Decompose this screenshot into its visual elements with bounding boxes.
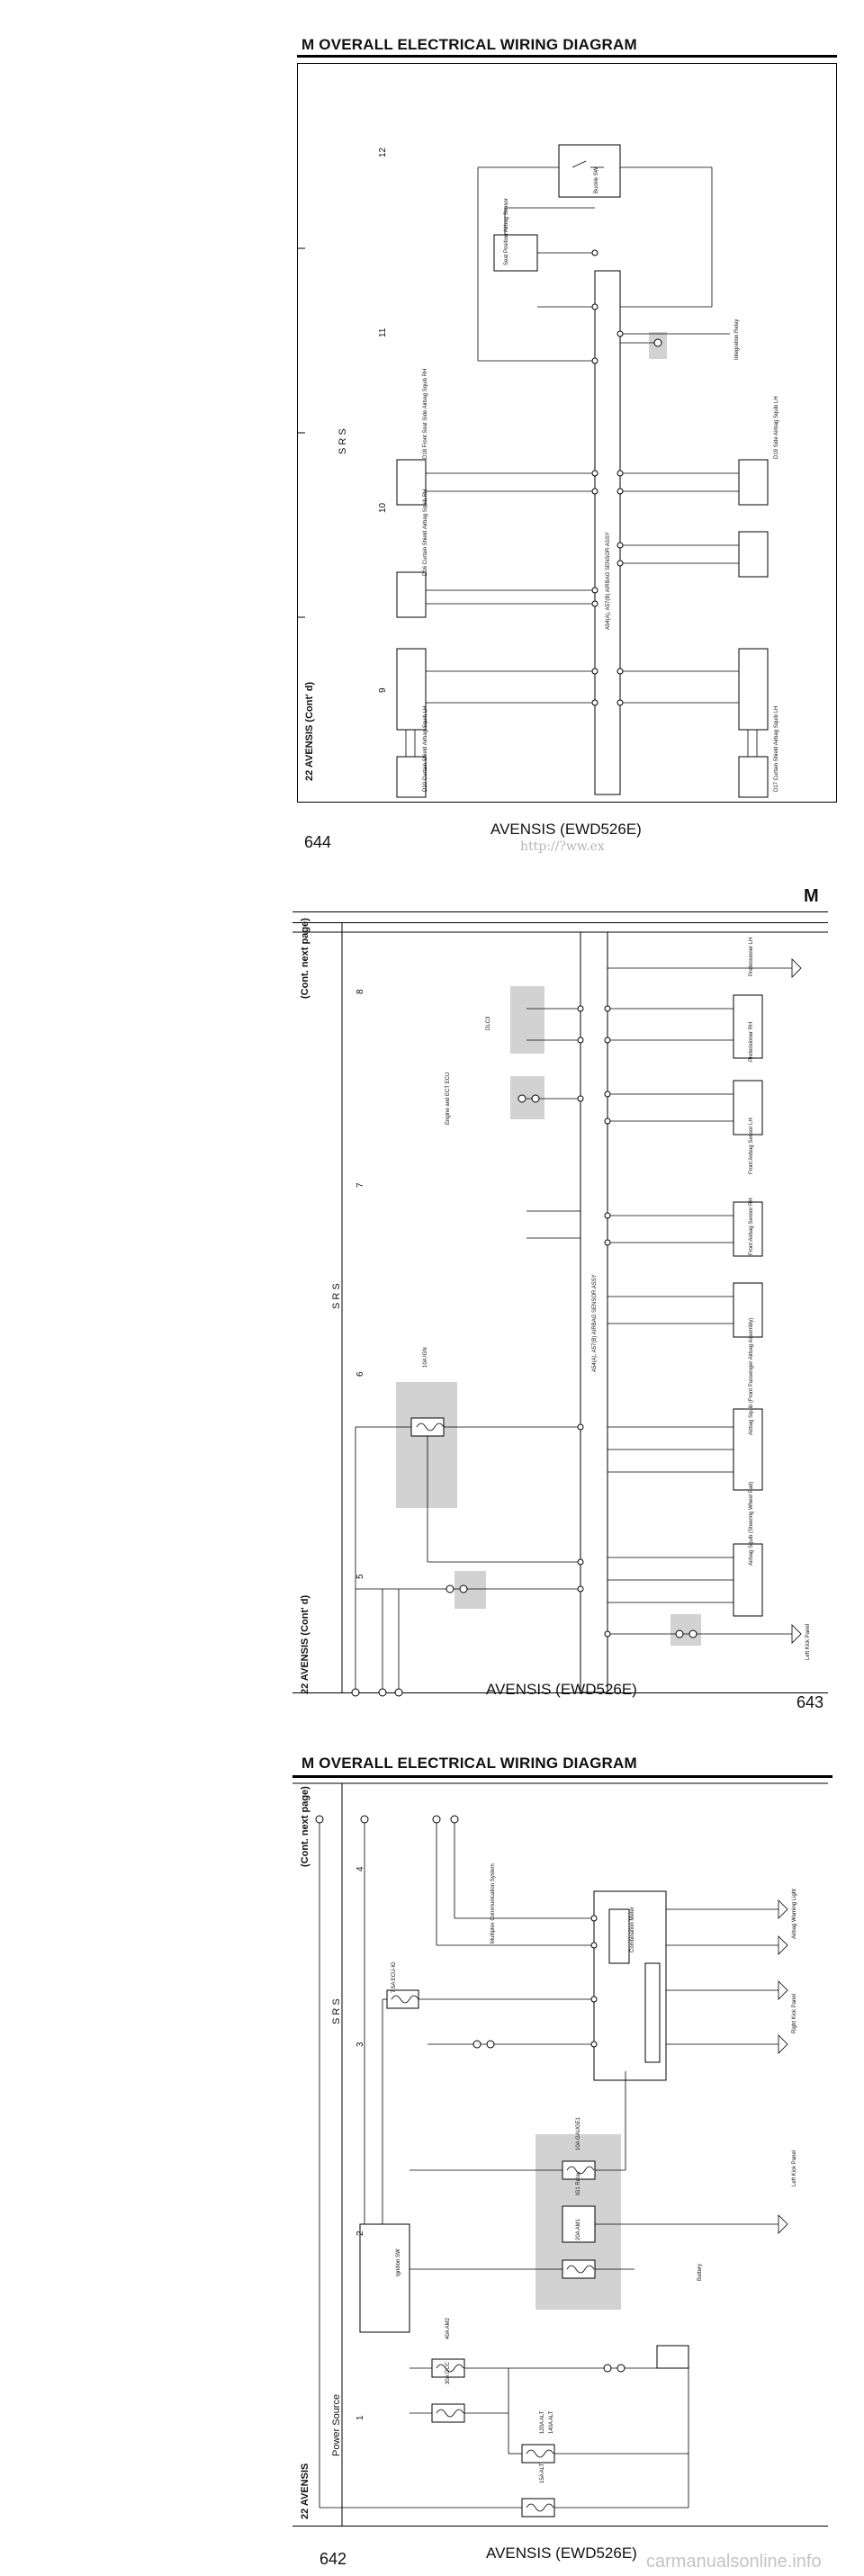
- component-squib-lh: D10 Curtain Shield Airbag Squib LH: [423, 705, 428, 792]
- airbag-sensor-assy-bar: [594, 270, 621, 795]
- component-engine-ect: Engine and ECT ECU: [446, 1072, 451, 1125]
- system-label: S R S: [331, 1283, 342, 1309]
- component-front-sensor-lh: Front Airbag Sensor LH: [749, 1117, 754, 1174]
- airbag-sensor-assy-bar: [580, 931, 608, 1693]
- column-6: 6: [356, 1371, 365, 1377]
- component-curtain-lh: D17 Curtain Shield Airbag Squib LH: [774, 705, 779, 792]
- side-title: 22 AVENSIS: [300, 2463, 310, 2519]
- component-left-kick-panel: Left Kick Panel: [806, 1623, 811, 1660]
- component-left-kick-panel: Left Kick Panel: [792, 2150, 797, 2186]
- column-7: 7: [356, 1182, 365, 1188]
- component-ecu-ig: 7.5A ECU-IG: [392, 1961, 397, 1993]
- model-label: AVENSIS (EWD526E): [486, 2545, 637, 2562]
- component-am1: 20A AM1: [576, 2218, 581, 2240]
- column-12: 12: [378, 147, 388, 157]
- page-642: M OVERALL ELECTRICAL WIRING DIAGRAM: [0, 1737, 864, 2576]
- column-10: 10: [378, 502, 388, 513]
- seat-position-sensor-box: [493, 234, 538, 272]
- component-seat-position: Seat Position Airbag Sensor: [504, 198, 509, 265]
- system-label: S R S: [338, 428, 348, 454]
- column-2: 2: [356, 2230, 365, 2236]
- system-label-power: Power Source: [331, 2393, 342, 2456]
- component-airbag-warning: Airbag Warning Light: [792, 1889, 797, 1939]
- wiring-diagram: [298, 144, 769, 798]
- header-rule: [292, 911, 828, 912]
- component-side-squib-lh: D19 Side Airbag Squib LH: [774, 396, 779, 459]
- component-side-squib-rh: D18 Front Seat Side Airbag Squib RH: [423, 368, 428, 459]
- component-battery: Battery: [698, 2263, 703, 2281]
- component-am2: 40A AM2: [446, 2317, 451, 2339]
- side-title: 22 AVENSIS (Cont' d): [300, 1594, 310, 1694]
- diagram-frame: [297, 63, 837, 803]
- header-rule: [292, 1775, 832, 1778]
- page-number: 644: [304, 833, 332, 851]
- page-header: M: [804, 886, 819, 906]
- column-11: 11: [378, 328, 388, 337]
- page-644: M OVERALL ELECTRICAL WIRING DIAGRAM: [0, 0, 864, 868]
- component-gauge1: 10A GAUGE1: [576, 2116, 581, 2150]
- component-curtain-rh: D16 Curtain Shield Airbag Squib RH: [423, 489, 428, 576]
- component-airbag-sensor-assy: A54(A), A57(B) AIRBAG SENSOR ASSY: [592, 1274, 598, 1372]
- watermark: carmanualsonline.info: [646, 2552, 822, 2572]
- component-multiplex: Multiplex Communication System: [490, 1863, 496, 1943]
- page-number: 643: [796, 1693, 824, 1711]
- component-passenger-squib: Airbag Squib (Front Passenger Airbag Ass…: [749, 1317, 754, 1435]
- wiring-diagram: [292, 1782, 828, 2526]
- model-label: AVENSIS (EWD526E): [486, 1681, 637, 1698]
- page-643: M: [0, 868, 864, 1737]
- page-header: M OVERALL ELECTRICAL WIRING DIAGRAM: [302, 36, 637, 53]
- column-8: 8: [356, 989, 365, 994]
- wiring-diagram: [292, 923, 828, 1697]
- component-steering-squib: Airbag Squib (Steering Wheel Pad): [749, 1481, 754, 1566]
- component-right-kick-panel: Right Kick Panel: [792, 1993, 797, 2033]
- cont-note: (Cont. next page): [300, 1786, 310, 1867]
- component-pretensioner-lh: Pretensioner LH: [749, 937, 754, 976]
- component-10a-ign: 10A IGN: [423, 1347, 428, 1368]
- component-120a-alt: 120A ALT: [540, 2410, 545, 2434]
- component-airbag-sensor-assy: A54(A), A57(B) AIRBAG SENSOR ASSY: [606, 532, 611, 630]
- diagram-frame: [292, 1782, 828, 2527]
- column-1: 1: [356, 2415, 365, 2420]
- component-buckle-sw: Buckle SW: [594, 166, 599, 193]
- component-integration-relay: Integration Relay: [734, 319, 740, 360]
- cont-note: (Cont. next page): [300, 918, 310, 999]
- header-rule: [297, 55, 837, 58]
- column-4: 4: [356, 1866, 365, 1871]
- component-dlc3: DLC3: [486, 1016, 491, 1030]
- system-label-srs: S R S: [331, 1998, 342, 2024]
- component-combination-meter: Combination Meter: [630, 1907, 635, 1952]
- component-ignition-sw: Ignition SW: [396, 2248, 401, 2276]
- component-front-sensor-rh: Front Airbag Sensor RH: [749, 1198, 754, 1255]
- component-dcc: 30A DCC: [446, 2361, 451, 2384]
- component-ig1-relay: IG1 Relay: [576, 2171, 581, 2195]
- url-text: http://?ww.ex: [520, 839, 605, 854]
- column-9: 9: [378, 687, 388, 693]
- column-3: 3: [356, 2042, 365, 2047]
- model-label: AVENSIS (EWD526E): [490, 821, 642, 838]
- component-15a-alt: 15A ALT: [540, 2463, 545, 2483]
- buckle-sw-box: [558, 144, 621, 198]
- page-number: 642: [320, 2550, 347, 2568]
- page-header: M OVERALL ELECTRICAL WIRING DIAGRAM: [302, 1755, 637, 1772]
- component-140a-alt: 140A ALT: [549, 2410, 554, 2434]
- diagram-frame: [292, 922, 828, 1697]
- side-title: 22 AVENSIS (Cont' d): [304, 681, 315, 781]
- column-5: 5: [356, 1574, 365, 1579]
- component-pretensioner-rh: Pretensioner RH: [749, 1021, 754, 1062]
